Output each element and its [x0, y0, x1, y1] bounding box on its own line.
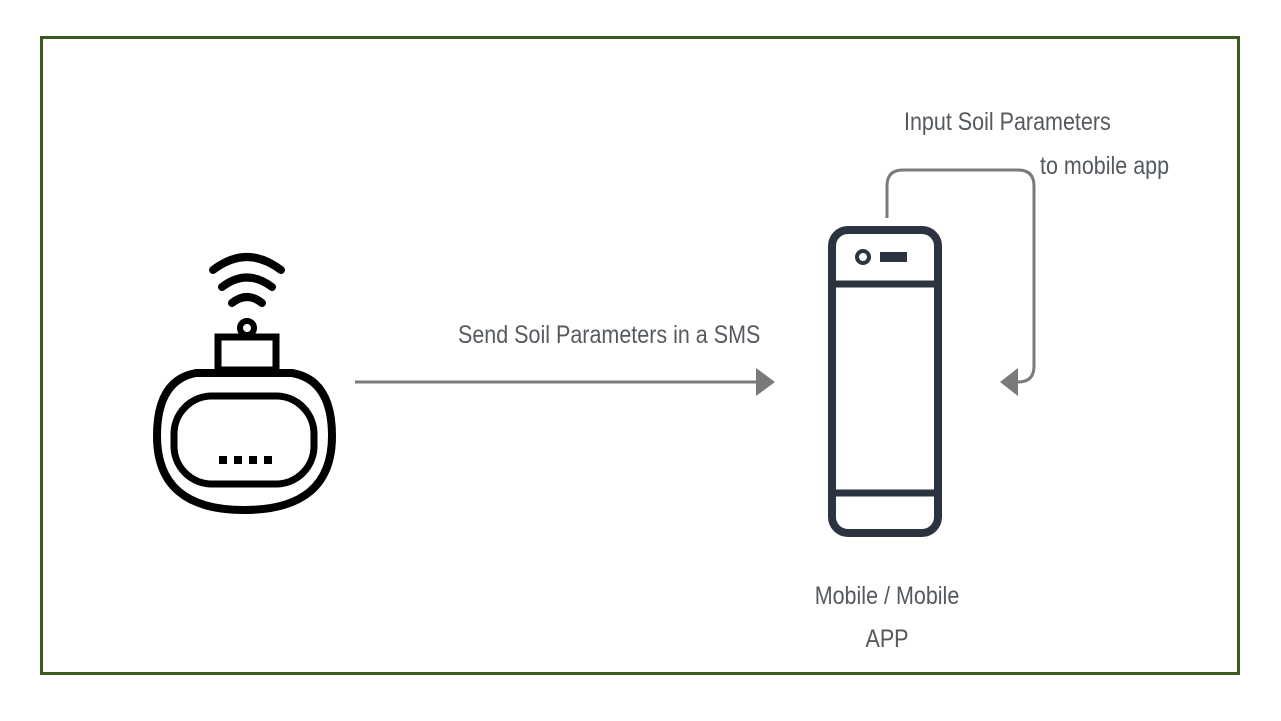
phone-camera	[855, 249, 871, 265]
sensor-screen	[170, 392, 318, 488]
antenna-dot	[237, 318, 257, 338]
input-label-line2: to mobile app	[1040, 152, 1170, 180]
sensor-dot-4	[264, 456, 272, 464]
phone-speaker	[880, 252, 907, 262]
mobile-phone-icon	[828, 226, 942, 537]
phone-body	[828, 226, 942, 537]
input-loop-path	[885, 168, 1036, 384]
sms-arrow-label: Send Soil Parameters in a SMS	[458, 321, 761, 349]
input-label-line1: Input Soil Parameters	[904, 108, 1111, 136]
mobile-label-line1: Mobile / Mobile	[814, 582, 960, 610]
sensor-dot-3	[249, 456, 257, 464]
wifi-arc-outer	[209, 253, 285, 274]
mobile-label-line2: APP	[865, 625, 909, 653]
soil-sensor-icon	[152, 253, 337, 515]
input-loop-arrow	[885, 168, 1036, 396]
input-loop-arrow-head	[1000, 368, 1018, 396]
sensor-body-outer	[152, 369, 337, 515]
wifi-arc-inner	[228, 293, 266, 307]
sms-arrow-head	[756, 368, 775, 396]
wifi-arc-middle	[218, 273, 276, 291]
sensor-dot-2	[234, 456, 242, 464]
antenna-block	[214, 333, 280, 374]
sensor-dot-1	[219, 456, 227, 464]
sms-arrow	[355, 368, 775, 396]
